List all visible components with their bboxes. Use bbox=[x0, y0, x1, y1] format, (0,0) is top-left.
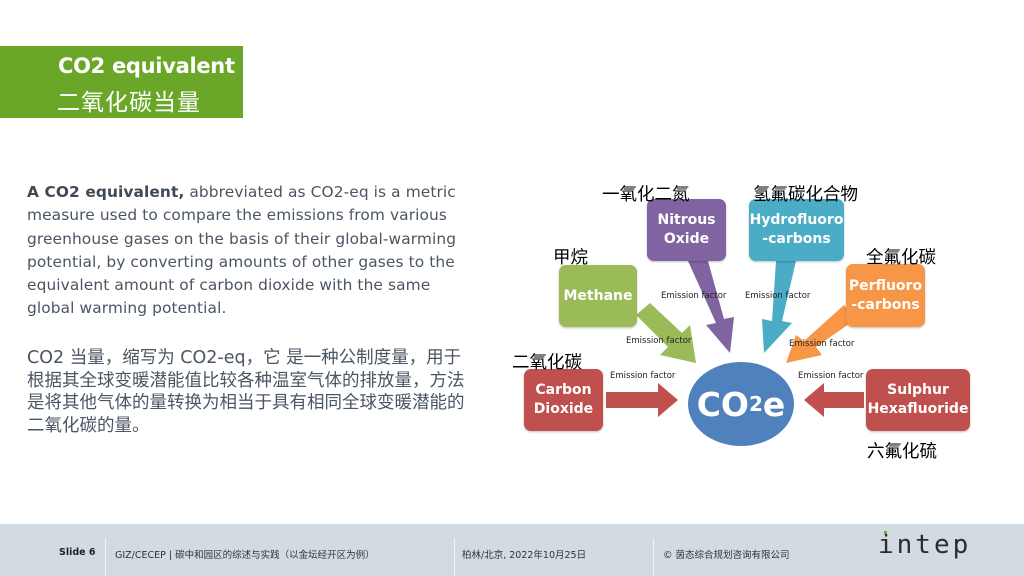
node-hydrofluorocarbons: Hydrofluoro-carbons bbox=[749, 199, 844, 261]
footer-place-date: 柏林/北京, 2022年10月25日 bbox=[462, 550, 587, 561]
label-zh-carbon-dioxide: 二氧化碳 bbox=[512, 353, 582, 373]
footer-divider bbox=[105, 538, 106, 576]
slide-number: Slide 6 bbox=[59, 547, 96, 558]
footer-project: GIZ/CECEP | 碳中和园区的综述与实践（以金坛经开区为例） bbox=[115, 550, 375, 561]
emission-factor-nitrous-oxide: Emission factor bbox=[661, 291, 727, 301]
slide-title-en: CO2 equivalent bbox=[58, 54, 235, 78]
arrows-layer bbox=[606, 261, 864, 417]
arrow-methane bbox=[636, 303, 696, 363]
definition-term: A CO2 equivalent, bbox=[27, 183, 185, 201]
emission-factor-sulphur-hexafluoride: Emission factor bbox=[798, 371, 864, 381]
footer-copyright: © 茵态综合规划咨询有限公司 bbox=[663, 550, 790, 561]
label-zh-perfluorocarbons: 全氟化碳 bbox=[866, 248, 936, 268]
emission-factor-perfluorocarbons: Emission factor bbox=[789, 339, 855, 349]
node-perfluorocarbons: Perfluoro-carbons bbox=[846, 264, 925, 327]
arrow-perfluorocarbons bbox=[786, 305, 856, 363]
emission-factor-hydrofluorocarbons: Emission factor bbox=[745, 291, 811, 301]
definition-en: A CO2 equivalent, abbreviated as CO2-eq … bbox=[27, 181, 477, 321]
label-zh-hydrofluorocarbons: 氢氟碳化合物 bbox=[753, 185, 858, 205]
emission-factor-carbon-dioxide: Emission factor bbox=[610, 371, 676, 381]
footer-bar: Slide 6 GIZ/CECEP | 碳中和园区的综述与实践（以金坛经开区为例… bbox=[0, 524, 1024, 576]
node-methane: Methane bbox=[559, 265, 637, 327]
arrow-nitrous-oxide bbox=[688, 261, 734, 353]
definition-zh: CO2 当量，缩写为 CO2-eq，它 是一种公制度量，用于根据其全球变暖潜能值… bbox=[27, 348, 465, 436]
footer-divider bbox=[454, 538, 455, 576]
arrow-sulphur-hexafluoride bbox=[804, 383, 864, 417]
arrow-hydrofluorocarbons bbox=[762, 261, 796, 353]
title-banner bbox=[0, 46, 243, 118]
label-zh-methane: 甲烷 bbox=[553, 248, 588, 268]
intep-logo: intep bbox=[878, 530, 972, 560]
label-zh-sulphur-hexafluoride: 六氟化硫 bbox=[867, 442, 937, 462]
slide-title-zh: 二氧化碳当量 bbox=[57, 90, 201, 116]
emission-factor-methane: Emission factor bbox=[626, 336, 692, 346]
logo-dot-icon bbox=[884, 531, 887, 534]
label-zh-nitrous-oxide: 一氧化二氮 bbox=[602, 185, 690, 205]
footer-divider bbox=[653, 538, 654, 576]
arrow-carbon-dioxide bbox=[606, 383, 678, 417]
definition-text: abbreviated as CO2-eq is a metric measur… bbox=[27, 183, 457, 318]
